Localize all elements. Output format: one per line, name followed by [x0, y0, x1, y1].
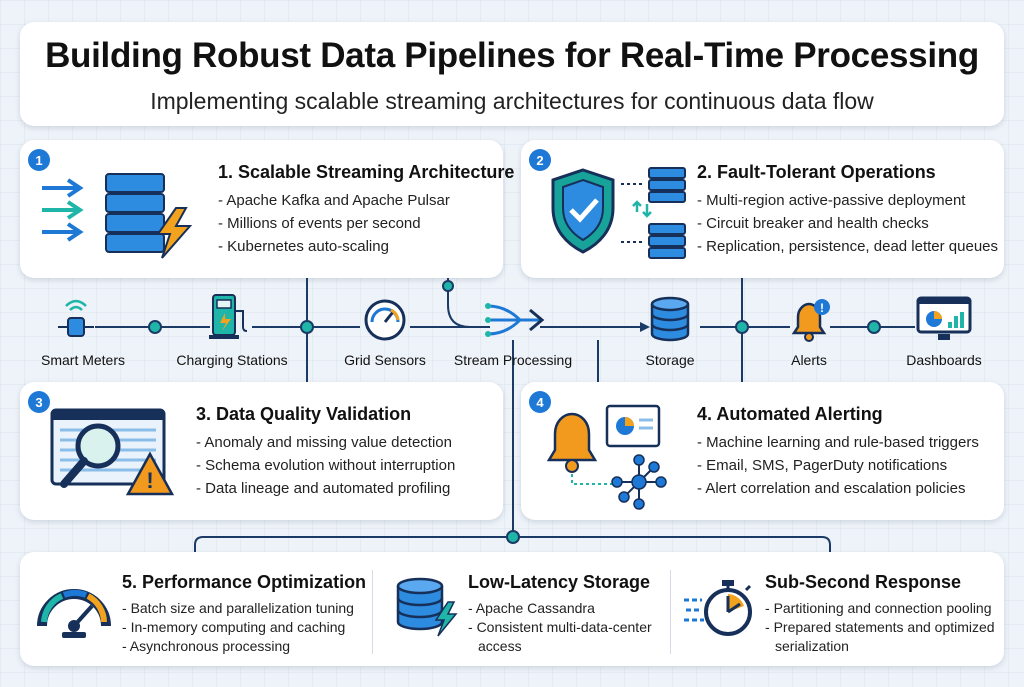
list-item: Asynchronous processing: [122, 637, 354, 656]
charging-station-icon: [209, 294, 248, 339]
list-item: Data lineage and automated profiling: [196, 477, 455, 500]
column-title: Sub-Second Response: [765, 572, 962, 592]
title-card: Building Robust Data Pipelines for Real-…: [20, 22, 1004, 126]
list-item: Apache Cassandra: [468, 599, 652, 618]
list-item: Millions of events per second: [218, 212, 450, 235]
list-item: Alert correlation and escalation policie…: [697, 477, 979, 500]
card-bullets: Apache Kafka and Apache Pulsar Millions …: [218, 189, 450, 258]
list-item: Email, SMS, PagerDuty notifications: [697, 454, 979, 477]
list-item: Circuit breaker and health checks: [697, 212, 998, 235]
alert-network-icon: [546, 404, 667, 510]
card-bullets: Anomaly and missing value detection Sche…: [196, 431, 455, 500]
page-title: Building Robust Data Pipelines for Real-…: [45, 36, 979, 75]
flow-node-dashboards: Dashboards: [906, 352, 982, 368]
page-subtitle: Implementing scalable streaming architec…: [150, 88, 874, 114]
column-divider: [670, 570, 671, 654]
step-badge: 2: [529, 149, 551, 171]
flow-node-charging-stations: Charging Stations: [176, 352, 288, 368]
card-title: 2. Fault-Tolerant Operations: [697, 162, 936, 182]
svg-text:!: !: [820, 301, 824, 315]
column-bullets: Apache Cassandra Consistent multi-data-c…: [468, 599, 652, 656]
list-item: Schema evolution without interruption: [196, 454, 455, 477]
column-divider: [372, 570, 373, 654]
dashboard-monitor-icon: [916, 296, 972, 340]
list-item: Consistent multi-data-center: [468, 618, 652, 637]
column-bullets: Partitioning and connection pooling Prep…: [765, 599, 995, 656]
merge-arrows-icon: [485, 303, 545, 337]
list-item: Batch size and parallelization tuning: [122, 599, 354, 618]
card-title: 4. Automated Alerting: [697, 404, 883, 424]
card-title: 1. Scalable Streaming Architecture: [218, 162, 515, 182]
column-title: 5. Performance Optimization: [122, 572, 367, 592]
step-badge: 1: [28, 149, 50, 171]
flow-node-alerts: Alerts: [791, 352, 827, 368]
list-item: access: [478, 638, 522, 654]
flow-node-grid-sensors: Grid Sensors: [344, 352, 426, 368]
smart-meter-icon: [58, 299, 94, 337]
column-title: Low-Latency Storage: [468, 572, 651, 592]
list-item: Prepared statements and optimized: [765, 618, 995, 637]
list-item: Kubernetes auto-scaling: [218, 235, 450, 258]
list-item: Machine learning and rule-based triggers: [697, 431, 979, 454]
bell-icon: !: [791, 299, 830, 342]
database-icon: [650, 296, 690, 342]
column-bullets: Batch size and parallelization tuning In…: [122, 599, 354, 656]
step-badge: 3: [28, 391, 50, 413]
step-badge: 4: [529, 391, 551, 413]
card-data-quality: 3 ! 3. Data Quality Validation Anomaly a…: [20, 382, 503, 520]
list-item: Multi-region active-passive deployment: [697, 189, 998, 212]
card-bullets: Machine learning and rule-based triggers…: [697, 431, 979, 500]
list-item: Anomaly and missing value detection: [196, 431, 455, 454]
card-title: 3. Data Quality Validation: [196, 404, 412, 424]
list-item: serialization: [775, 638, 849, 654]
speedometer-icon: [37, 589, 111, 638]
card-automated-alerting: 4 4. Automated Alerting Machine learning…: [521, 382, 1004, 520]
list-item: Replication, persistence, dead letter qu…: [697, 235, 998, 258]
flow-node-stream-processing: Stream Processing: [453, 352, 573, 368]
list-item: In-memory computing and caching: [122, 618, 354, 637]
streaming-server-icon: [42, 173, 193, 259]
shield-replication-icon: [551, 167, 686, 259]
list-item: Apache Kafka and Apache Pulsar: [218, 189, 450, 212]
svg-text:!: !: [146, 468, 153, 493]
stopwatch-icon: [684, 580, 752, 636]
data-validation-icon: !: [50, 408, 175, 496]
card-bullets: Multi-region active-passive deployment C…: [697, 189, 998, 258]
flow-node-storage: Storage: [645, 352, 695, 368]
card-fault-tolerant: 2 2. Fault-Tolerant Operations Multi-reg…: [521, 140, 1004, 278]
list-item: Partitioning and connection pooling: [765, 599, 995, 618]
gauge-icon: [364, 299, 406, 341]
database-lightning-icon: [396, 577, 458, 637]
flow-node-smart-meters: Smart Meters: [40, 352, 126, 368]
card-scalable-streaming: 1 1. Scalable Streaming Architecture Apa…: [20, 140, 514, 278]
